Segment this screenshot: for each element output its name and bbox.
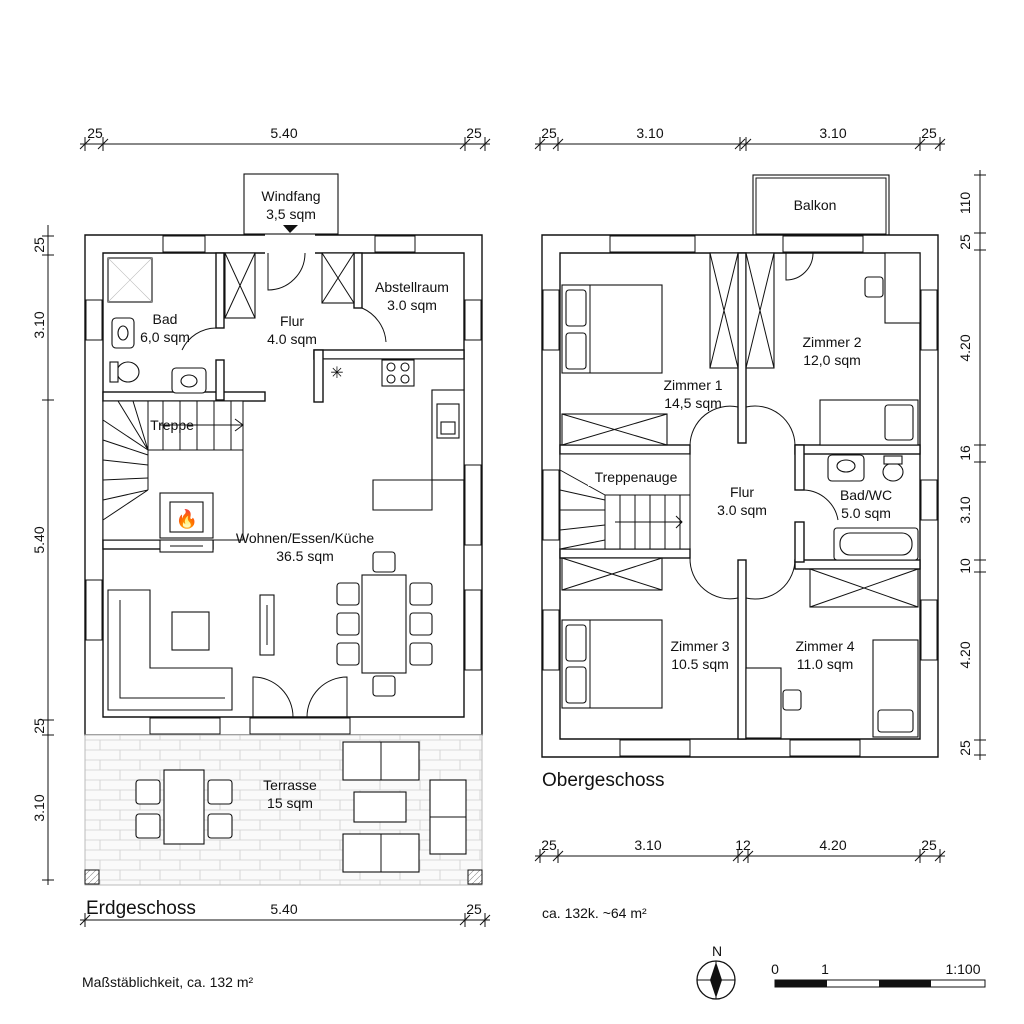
north-label: N [712, 943, 722, 959]
dimension-label: 110 [957, 192, 973, 215]
room-area: 3,5 sqm [266, 206, 316, 222]
room-name: Abstellraum [375, 279, 449, 295]
dimension-label: 4.20 [819, 837, 846, 853]
sofa [107, 589, 233, 711]
room-name: Flur [730, 484, 754, 500]
scale-label: 1:100 [945, 961, 980, 977]
dining-table [361, 574, 407, 674]
room-area: 4.0 sqm [267, 331, 317, 347]
dimension-label: 25 [87, 125, 103, 141]
room-name: Zimmer 3 [670, 638, 729, 654]
dimension-label: 12 [735, 837, 751, 853]
dimension-label: 3.10 [636, 125, 663, 141]
extractor-icon: ✳ [330, 365, 343, 382]
room-area: 14,5 sqm [664, 395, 722, 411]
windows [85, 235, 482, 735]
footer-note: Maßstäblichkeit, ca. 132 m² [82, 974, 254, 990]
floor-title: Erdgeschoss [86, 898, 196, 919]
dimension-label: 3.10 [31, 311, 47, 338]
dimension-label: 10 [957, 558, 973, 574]
doors [181, 252, 387, 718]
fireplace-icon: 🔥 [176, 508, 198, 529]
dimension-label: 25 [957, 740, 973, 756]
toilet-icon [116, 361, 140, 383]
dimension-label: 25 [921, 837, 937, 853]
room-area: 3.0 sqm [387, 297, 437, 313]
coffee-table [171, 611, 210, 651]
room-area: 10.5 sqm [671, 656, 729, 672]
room-area: 15 sqm [267, 795, 313, 811]
room-area: 11.0 sqm [797, 656, 854, 672]
scale-bar [774, 979, 986, 988]
dimension-label: 16 [957, 445, 973, 461]
room-name: Zimmer 1 [663, 377, 722, 393]
dimension-label: 5.40 [31, 526, 47, 553]
dimension-line-top [79, 137, 491, 151]
dimension-label: 25 [466, 125, 482, 141]
desk [745, 667, 782, 739]
dimension-label: 25 [31, 237, 47, 253]
chair [864, 276, 884, 298]
area-note: ca. 132k. ~64 m² [542, 905, 647, 921]
room-area: 5.0 sqm [841, 505, 891, 521]
room-name: Wohnen/Essen/Küche [236, 530, 374, 546]
dimension-label: 25 [921, 125, 937, 141]
terrace-chairs [135, 779, 233, 839]
room-name: Zimmer 4 [795, 638, 854, 654]
entrance-arrow-icon [283, 225, 298, 233]
room-name: Bad [153, 311, 178, 327]
room-name: Zimmer 2 [802, 334, 861, 350]
dimension-label: 4.20 [957, 641, 973, 668]
lounge-set [342, 741, 467, 873]
interior-walls [559, 252, 921, 740]
room-name: Treppenauge [595, 469, 678, 485]
room-name: Windfang [261, 188, 320, 204]
upper-floor-plan: 25 3.10 3.10 25 110 25 4.20 16 3.10 10 4… [534, 125, 986, 921]
room-name: Terrasse [263, 777, 317, 793]
ground-floor-plan: 25 5.40 25 25 3.10 5.40 25 3.10 [31, 125, 491, 927]
dimension-label: 25 [466, 901, 482, 917]
desk [884, 252, 921, 324]
room-name: Balkon [794, 197, 837, 213]
windows [542, 235, 938, 757]
chair [782, 689, 802, 711]
room-name: Flur [280, 313, 304, 329]
dimension-label: 25 [541, 837, 557, 853]
room-area: 3.0 sqm [717, 502, 767, 518]
floor-title: Obergeschoss [542, 770, 665, 791]
scale-label: 0 [771, 961, 779, 977]
north-arrow-icon [696, 960, 736, 1000]
stove-icon [381, 359, 415, 387]
dimension-label: 5.40 [270, 125, 297, 141]
dimension-label: 25 [957, 234, 973, 250]
dimension-label: 25 [541, 125, 557, 141]
exterior-walls [541, 234, 939, 758]
room-area: 6,0 sqm [140, 329, 190, 345]
dimension-line-bottom [79, 913, 491, 927]
dimension-line-right [974, 170, 986, 760]
dimension-label: 3.10 [634, 837, 661, 853]
dimension-label: 3.10 [31, 794, 47, 821]
dimension-label: 4.20 [957, 334, 973, 361]
dimension-label: 5.40 [270, 901, 297, 917]
terrace-table [163, 769, 205, 845]
dimension-line-left [42, 225, 54, 885]
scale-label: 1 [821, 961, 829, 977]
dimension-label: 3.10 [957, 496, 973, 523]
toilet-icon [882, 462, 904, 482]
dimension-label: 3.10 [819, 125, 846, 141]
room-name: Bad/WC [840, 487, 892, 503]
room-name: Treppe [150, 417, 194, 433]
room-area: 36.5 sqm [276, 548, 334, 564]
dimension-line-bottom [534, 849, 946, 863]
doors [689, 252, 839, 600]
entrance-opening [265, 234, 315, 254]
dining-chairs [336, 551, 433, 697]
dimension-label: 25 [31, 718, 47, 734]
room-area: 12,0 sqm [803, 352, 861, 368]
windfang-box [243, 173, 339, 235]
dimension-line-top [534, 137, 946, 151]
